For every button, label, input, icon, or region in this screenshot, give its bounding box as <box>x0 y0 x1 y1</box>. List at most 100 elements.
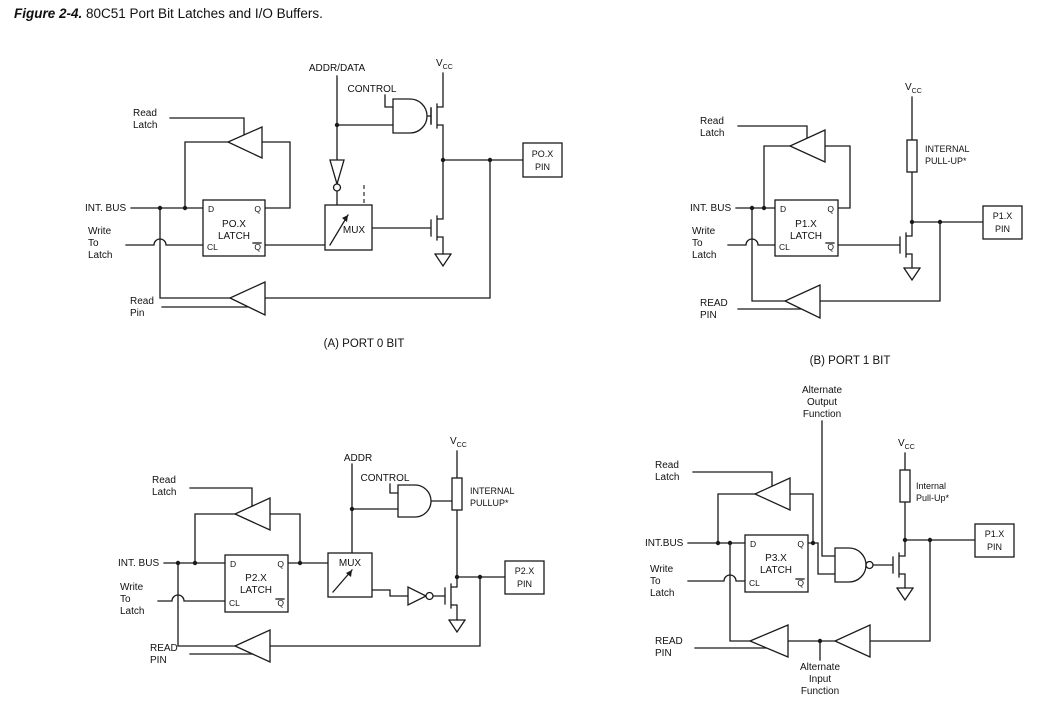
port2-latch-name: P2.X <box>245 573 267 584</box>
port2-junction-dots <box>175 506 483 580</box>
port2-output-inverter <box>407 585 428 607</box>
port1-read-pin-buffer <box>783 283 821 320</box>
port2-inverter-bubble <box>425 591 434 601</box>
port2-read-pin-label2: PIN <box>150 655 167 666</box>
port3-vcc-label: VCC <box>898 438 915 451</box>
port1-vcc-label: VCC <box>905 82 922 95</box>
latch-pin-cl: CL <box>749 578 760 588</box>
junction-dot <box>157 205 163 211</box>
junction-dot <box>817 638 823 644</box>
vcc-sub: CC <box>912 88 922 95</box>
port3-nand-bubble <box>865 560 874 570</box>
port1-write-label3: Latch <box>692 250 716 261</box>
port2-mux-arrowhead <box>346 570 352 577</box>
port3-pin-name: P1.X <box>985 529 1005 539</box>
port3-int-bus-label: INT.BUS <box>645 538 684 549</box>
latch-pin-d: D <box>230 559 236 569</box>
latch-pin-cl: CL <box>207 242 218 252</box>
port0-mux-arrowhead <box>342 215 348 222</box>
port3-read-pin-label1: READ <box>655 636 683 647</box>
port1-read-latch-buffer <box>788 128 826 164</box>
port1-write-label2: To <box>692 238 703 249</box>
vcc-base: V <box>436 58 443 69</box>
port1-pin-word: PIN <box>995 224 1010 234</box>
port1-pin-name: P1.X <box>993 211 1013 221</box>
latch-pin-qbar: Q <box>827 242 834 252</box>
port1-latch-name2: LATCH <box>790 231 822 242</box>
port1-latch-box <box>774 199 839 257</box>
port2-ground-symbol <box>448 619 466 634</box>
latch-pin-qbar: Q <box>277 598 284 608</box>
junction-dot <box>175 560 181 566</box>
port0-inverter-bubble <box>332 183 342 192</box>
port2-addr-label: ADDR <box>344 453 372 464</box>
port2-pin-name: P2.X <box>515 566 535 576</box>
port3-alt-input-label2: Input <box>809 674 831 685</box>
port3-pin-box: P1.X PIN <box>974 523 1015 558</box>
port0-pin-box-rect <box>522 142 563 178</box>
latch-pin-d: D <box>750 539 756 549</box>
port3-alt-input-buffer <box>833 623 871 659</box>
port2-pullup-label2: PULLUP* <box>470 498 509 508</box>
port0-addr-data-label: ADDR/DATA <box>309 63 366 74</box>
port0-read-pin-label1: Read <box>130 296 154 307</box>
port2-pin-box: P2.X PIN <box>504 560 545 595</box>
port0-pin-name: PO.X <box>532 149 554 159</box>
junction-dot <box>487 157 493 163</box>
port2-int-bus-label: INT. BUS <box>118 558 159 569</box>
port1-read-latch-label1: Read <box>700 116 724 127</box>
junction-dot <box>761 205 767 211</box>
port3-pin-word: PIN <box>987 542 1002 552</box>
vcc-sub: CC <box>443 64 453 71</box>
port0-mux-label: MUX <box>343 225 366 236</box>
port3-read-latch-buffer <box>753 476 791 512</box>
latch-pin-q: Q <box>827 204 834 214</box>
port3-latch-name: P3.X <box>765 553 787 564</box>
port0-write-label3: Latch <box>88 250 112 261</box>
port2-write-label2: To <box>120 594 131 605</box>
port0-and-gate <box>392 98 428 134</box>
port3-junction-dots <box>715 537 933 644</box>
port0-read-pin-buffer <box>228 280 266 317</box>
latch-pin-d: D <box>208 204 214 214</box>
port0-int-bus-label: INT. BUS <box>85 203 126 214</box>
port2-latch: D Q CL Q P2.X LATCH <box>224 554 289 613</box>
port2-read-latch-buffer <box>233 496 271 532</box>
vcc-base: V <box>905 82 912 93</box>
port1-ground-symbol <box>903 267 921 282</box>
port2-circuit: D Q CL Q P2.X LATCH P2.X PIN ADDR CONTRO… <box>118 436 545 666</box>
port0-write-label2: To <box>88 238 99 249</box>
port1-write-label1: Write <box>692 226 716 237</box>
port0-write-label1: Write <box>88 226 112 237</box>
port0-wires <box>125 72 524 308</box>
port3-alt-output-label1: Alternate <box>802 385 842 396</box>
port2-and-gate <box>397 484 432 518</box>
port0-read-pin-label2: Pin <box>130 308 144 319</box>
port3-alt-input-label1: Alternate <box>800 662 840 673</box>
port2-pin-word: PIN <box>517 579 532 589</box>
port0-vcc-label: VCC <box>436 58 453 71</box>
port0-read-latch-buffer <box>226 126 263 160</box>
junction-dot <box>810 540 816 546</box>
vcc-base: V <box>898 438 905 449</box>
port0-latch-name: PO.X <box>222 219 246 230</box>
junction-dot <box>927 537 933 543</box>
port1-circuit: D Q CL Q P1.X LATCH P1.X PIN VCC INTERNA… <box>690 82 1023 367</box>
port3-read-latch-label1: Read <box>655 460 679 471</box>
port0-caption: (A) PORT 0 BIT <box>324 338 405 350</box>
port1-latch-name: P1.X <box>795 219 817 230</box>
port0-address-inverter <box>329 159 345 187</box>
port1-pullup-label2: PULL-UP* <box>925 156 967 166</box>
port0-read-latch-label1: Read <box>133 108 157 119</box>
port1-read-pin-label1: READ <box>700 298 728 309</box>
port2-control-label: CONTROL <box>361 473 410 484</box>
port2-mux-label: MUX <box>339 558 362 569</box>
port0-junction-dots <box>157 122 493 211</box>
figure-title: 80C51 Port Bit Latches and I/O Buffers. <box>82 6 323 21</box>
port0-control-label: CONTROL <box>348 84 397 95</box>
port1-pin-box-rect <box>982 205 1023 240</box>
port1-pullup-label1: INTERNAL <box>925 144 970 154</box>
port3-latch-name2: LATCH <box>760 565 792 576</box>
vcc-sub: CC <box>905 444 915 451</box>
